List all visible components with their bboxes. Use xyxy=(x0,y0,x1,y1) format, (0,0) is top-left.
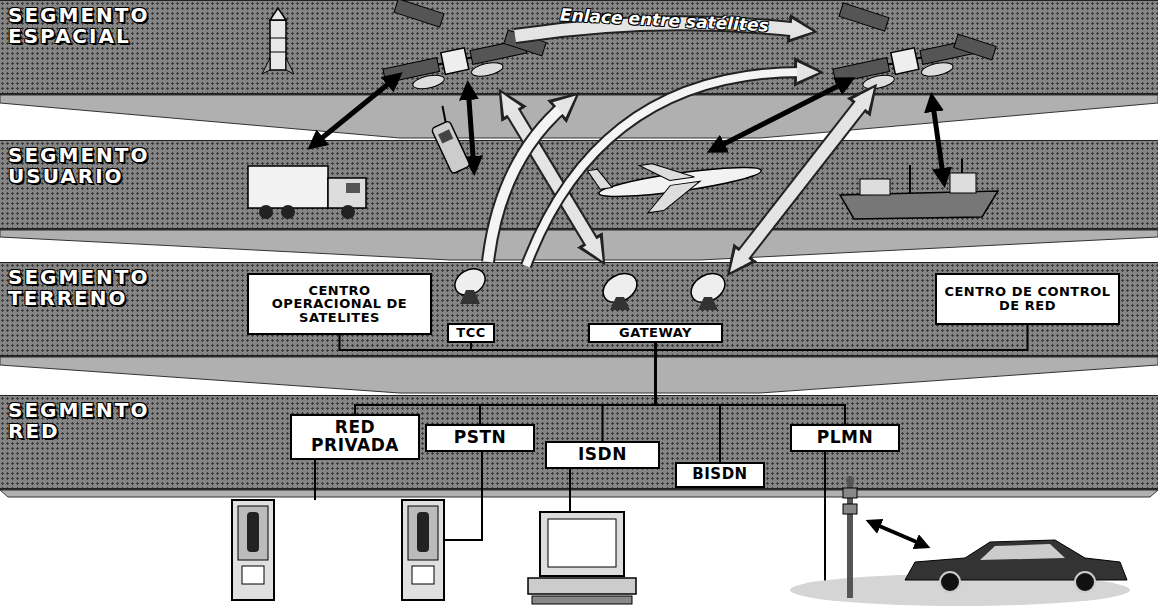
telephone xyxy=(402,500,444,600)
radio-link-arrow xyxy=(870,522,926,546)
handheld-terminal xyxy=(439,106,449,122)
truck xyxy=(259,205,273,219)
telephone xyxy=(247,512,259,552)
computer xyxy=(532,596,632,604)
car xyxy=(980,544,1065,560)
dish-antenna xyxy=(698,297,718,310)
box-label: BISDN xyxy=(692,467,747,483)
bus-line xyxy=(470,342,472,350)
band-bevels xyxy=(0,95,1158,138)
box-label: PLMN xyxy=(817,429,873,447)
segment-label: SEGMENTO USUARIO xyxy=(8,145,178,187)
component-box: ISDN xyxy=(545,441,660,469)
telephone xyxy=(412,566,434,584)
component-box: CENTRO OPERACIONAL DE SATELITES xyxy=(247,273,432,335)
car xyxy=(905,540,1127,580)
band-bevels xyxy=(0,357,1158,393)
segment-label: SEGMENTO RED xyxy=(8,400,178,442)
car xyxy=(940,572,960,592)
cell-tower xyxy=(847,482,853,598)
rocket xyxy=(270,38,286,39)
ship xyxy=(950,173,976,193)
computer xyxy=(548,519,616,567)
truck xyxy=(341,205,355,219)
leader-line xyxy=(569,468,571,512)
satellite xyxy=(891,48,919,75)
box-label: CENTRO DE CONTROL DE RED xyxy=(940,285,1115,312)
computer xyxy=(528,512,636,604)
truck xyxy=(346,183,360,193)
cell-tower xyxy=(843,504,857,514)
cell-tower xyxy=(846,476,854,484)
box-label: PSTN xyxy=(454,429,507,447)
component-box: TCC xyxy=(447,323,495,343)
telephone xyxy=(232,500,274,600)
bus-line xyxy=(470,342,472,350)
telephone xyxy=(417,512,429,552)
segment-label: SEGMENTO ESPACIAL xyxy=(8,5,178,47)
box-label: TCC xyxy=(456,326,485,340)
ship xyxy=(909,165,911,193)
rocket xyxy=(270,20,286,70)
cell-tower xyxy=(790,476,1130,606)
component-box: BISDN xyxy=(675,462,765,488)
component-box: RED PRIVADA xyxy=(290,414,420,460)
telephone xyxy=(408,506,438,560)
telephone xyxy=(242,566,264,584)
satellite xyxy=(441,48,469,75)
telephone xyxy=(238,506,268,560)
segment-band: SEGMENTO RED RED PRIVADA PSTN ISDN BISDN PLMN xyxy=(0,395,1158,490)
dish-antenna xyxy=(460,290,480,304)
segment-band: SEGMENTO TERRENO CENTRO OPERACIONAL DE SA… xyxy=(0,262,1158,357)
box-label: ISDN xyxy=(578,446,627,464)
ship xyxy=(860,179,890,195)
car xyxy=(905,540,1127,592)
band-bevels xyxy=(0,490,1158,497)
truck xyxy=(328,178,366,208)
box-label: RED PRIVADA xyxy=(295,419,415,455)
component-box: GATEWAY xyxy=(588,323,723,343)
radio-link-arrow xyxy=(870,522,926,546)
computer xyxy=(540,512,624,576)
component-box: PSTN xyxy=(425,424,535,452)
cell-tower xyxy=(843,488,857,498)
truck xyxy=(248,166,328,208)
handheld-terminal xyxy=(438,129,453,143)
telephone xyxy=(402,500,444,600)
car xyxy=(1075,572,1095,592)
rocket xyxy=(270,52,286,53)
band-bevels xyxy=(0,95,1158,497)
truck xyxy=(281,205,295,219)
segment-label: SEGMENTO TERRENO xyxy=(8,267,178,309)
box-label: GATEWAY xyxy=(619,326,692,340)
box-label: CENTRO OPERACIONAL DE SATELITES xyxy=(270,284,410,325)
ship xyxy=(961,159,963,173)
component-box: PLMN xyxy=(790,424,900,452)
component-box: CENTRO DE CONTROL DE RED xyxy=(935,273,1120,325)
computer xyxy=(528,578,636,594)
leader-line xyxy=(314,459,316,500)
telephone xyxy=(232,500,274,600)
dish-antenna xyxy=(610,297,630,310)
